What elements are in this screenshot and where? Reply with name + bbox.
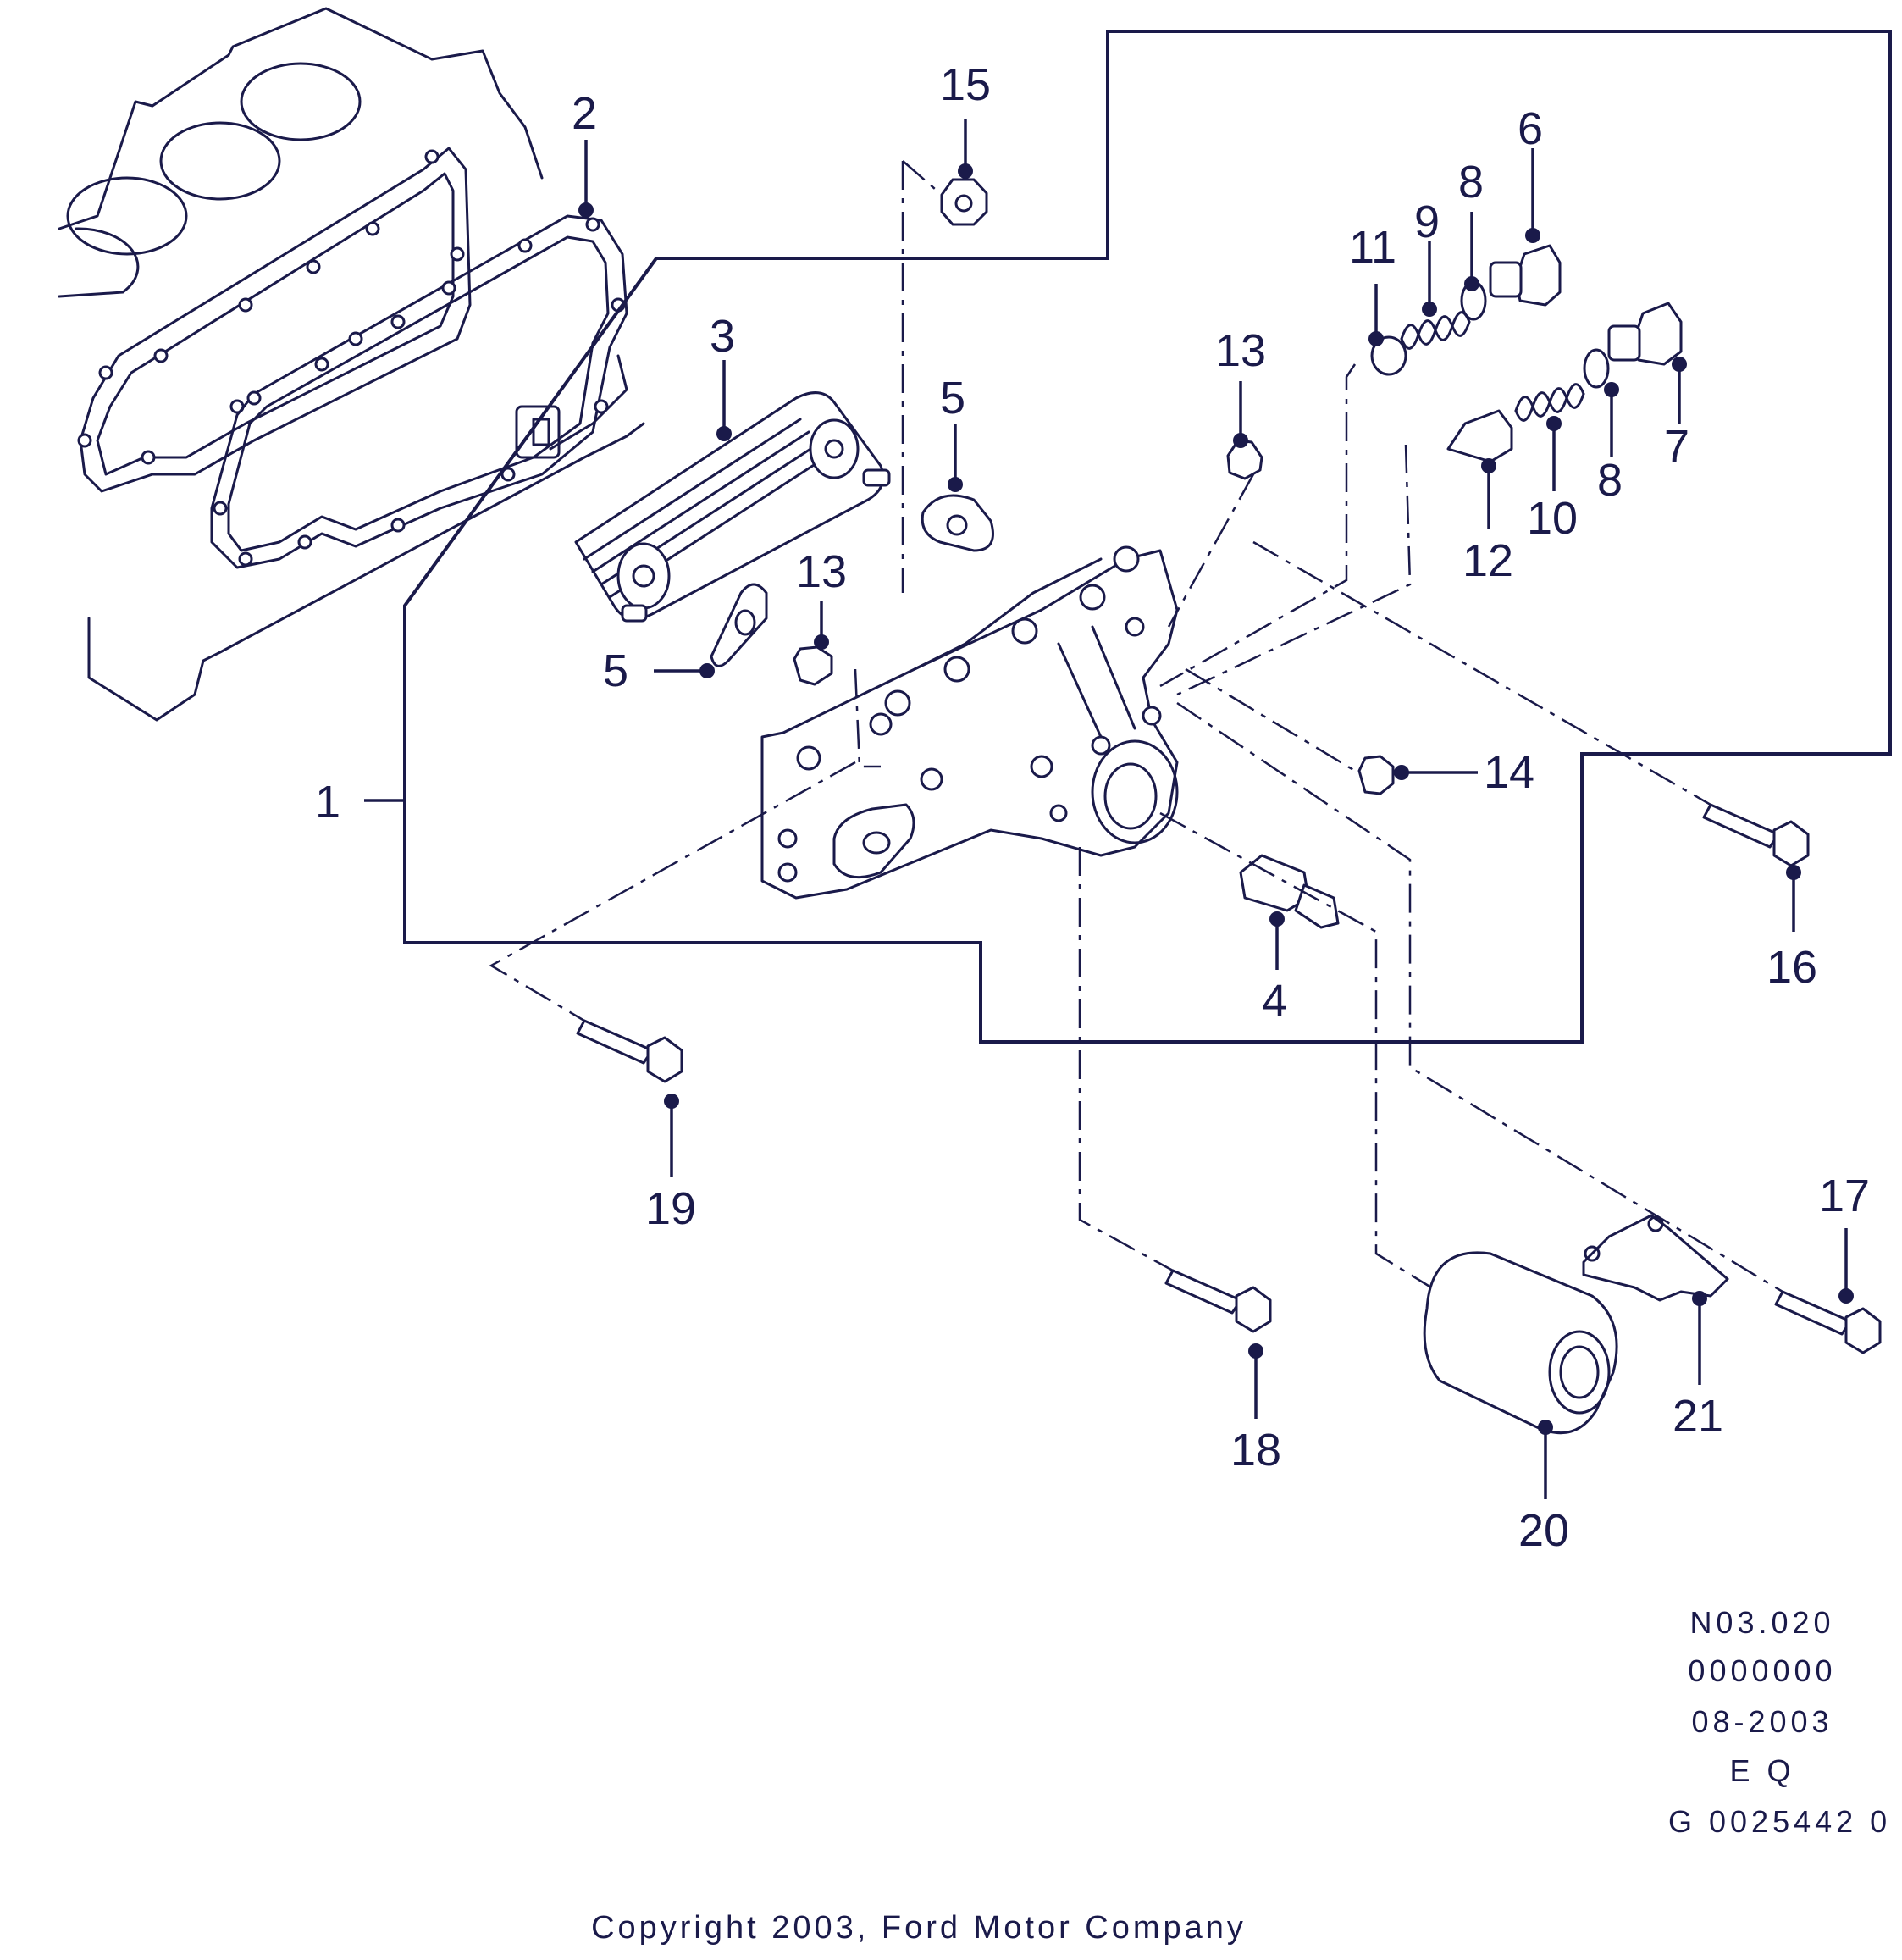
part-7-plug [1607,302,1683,366]
part-21-bracket [1582,1214,1729,1302]
callout-14: 14 [1484,747,1534,798]
callout-3: 3 [710,311,735,362]
callout-1: 1 [315,777,340,828]
part-4-sensor [1239,854,1340,929]
part-15-nut [940,178,988,226]
callout-17: 17 [1819,1171,1870,1221]
callout-7: 7 [1664,421,1689,472]
part-6-plug [1489,244,1562,307]
callout-13-upper: 13 [1215,325,1266,376]
callout-20: 20 [1518,1505,1569,1556]
drawing-tag: E Q [1729,1753,1795,1788]
callout-5-lower: 5 [603,645,628,696]
part-10-spring [1514,383,1585,422]
part-18-bolt [1164,1269,1272,1333]
callout-dots [578,163,1854,1435]
drawing-id: G 0025442 0 [1668,1804,1892,1839]
callout-leaders [364,119,1848,1499]
callout-8-lower: 8 [1597,455,1623,506]
callout-6: 6 [1518,103,1543,154]
engine-block-illustration [58,7,645,722]
part-5-gasket-upper [921,494,994,552]
callout-4: 4 [1262,976,1287,1027]
oil-filter-housing [760,545,1179,900]
part-19-bolt [576,1019,683,1083]
callout-2: 2 [572,88,597,139]
drawing-date: 08-2003 [1691,1704,1833,1739]
callout-labels: 1 2 3 4 5 5 6 7 8 8 9 10 11 12 13 13 14 … [315,59,1870,1556]
callout-9: 9 [1414,197,1440,247]
part-5-gasket-lower [710,583,768,667]
callout-11: 11 [1349,222,1396,273]
callout-5-upper: 5 [940,373,965,424]
callout-18: 18 [1230,1425,1281,1476]
drawing-number: 0000000 [1688,1653,1837,1688]
callout-12: 12 [1462,535,1513,586]
part-3-oil-cooler [574,391,891,623]
callout-19: 19 [645,1183,696,1234]
assembly-boundary [403,30,1892,1044]
part-9-spring [1400,311,1471,350]
centerlines [489,160,1783,1293]
ref-code: N03.020 [1689,1605,1835,1640]
part-17-bolt [1774,1290,1882,1354]
copyright-notice: Copyright 2003, Ford Motor Company [591,1910,1247,1946]
part-2-gasket [210,214,628,569]
callout-16: 16 [1767,942,1817,993]
callout-13-lower: 13 [796,546,847,597]
part-11-ring [1370,335,1407,376]
part-20-oil-filter [1423,1251,1618,1435]
part-16-bolt [1702,803,1810,867]
callout-21: 21 [1673,1391,1723,1442]
part-14-nut [1357,755,1395,795]
callout-8-upper: 8 [1458,157,1484,208]
part-12-valve [1446,409,1513,463]
callout-15: 15 [940,59,991,110]
part-13-plug-lower [793,645,833,686]
callout-10: 10 [1527,493,1578,544]
